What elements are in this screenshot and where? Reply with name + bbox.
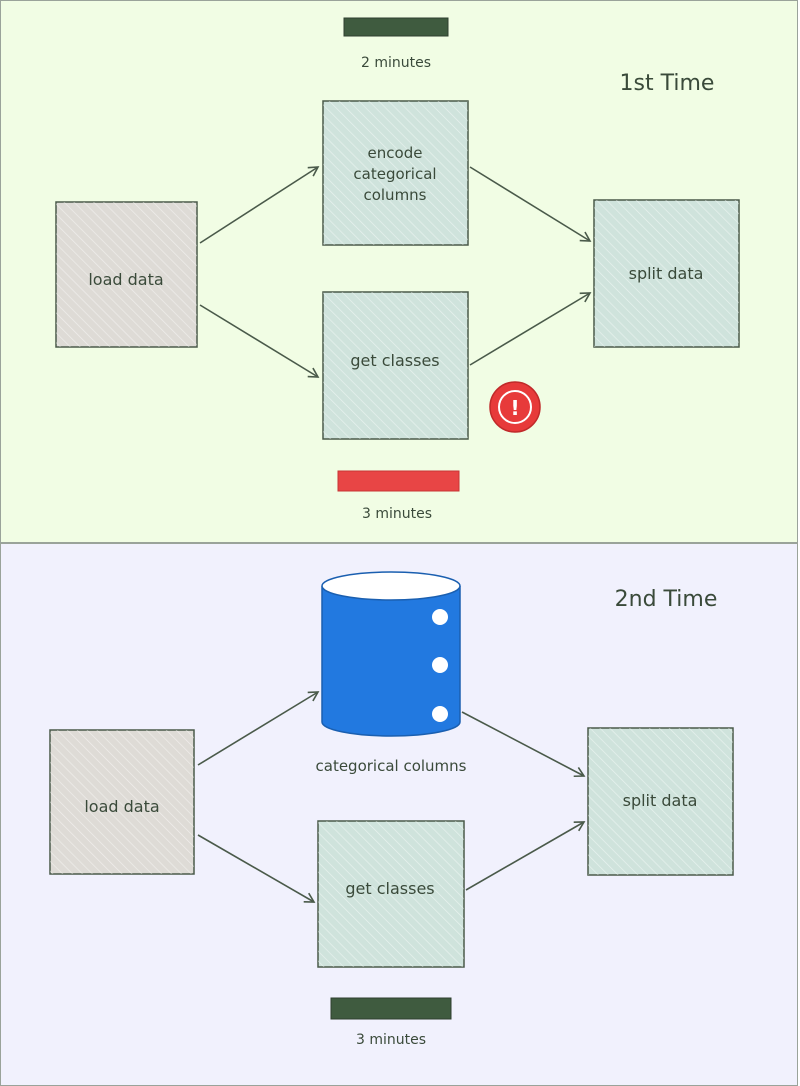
arrow-database-to-split bbox=[461, 711, 586, 778]
arrow-load-to-database bbox=[197, 691, 320, 766]
duration-bar-encode bbox=[343, 17, 449, 37]
duration-bar-classes-2 bbox=[330, 997, 452, 1020]
arrow-classes-to-split bbox=[469, 292, 592, 366]
arrow-classes-to-split-2 bbox=[465, 821, 586, 891]
node-get-classes-label: get classes bbox=[350, 351, 439, 370]
node-encode-label-line3: columns bbox=[363, 186, 426, 204]
arrow-load-to-classes-2 bbox=[197, 834, 316, 903]
node-get-classes-2 bbox=[317, 820, 465, 968]
node-load-data-label: load data bbox=[88, 270, 163, 289]
arrow-encode-to-split bbox=[469, 166, 592, 242]
node-get-classes-2-label: get classes bbox=[345, 879, 434, 898]
node-encode-label-line2: categorical bbox=[353, 165, 436, 183]
warning-icon bbox=[489, 381, 541, 433]
duration-label-classes-2: 3 minutes bbox=[356, 1032, 426, 1048]
database-label: categorical columns bbox=[316, 757, 467, 775]
warning-symbol: ! bbox=[510, 396, 519, 420]
database-icon bbox=[321, 571, 461, 737]
arrow-load-to-classes bbox=[199, 304, 320, 378]
arrow-load-to-encode bbox=[199, 166, 320, 244]
duration-label-encode: 2 minutes bbox=[361, 55, 431, 71]
panel-title-1st: 1st Time bbox=[620, 71, 715, 96]
node-split-data-2 bbox=[587, 727, 734, 876]
duration-bar-classes-slow bbox=[337, 470, 460, 492]
node-split-data-2-label: split data bbox=[623, 791, 698, 810]
node-encode-categorical-columns bbox=[322, 100, 469, 246]
node-split-data-label: split data bbox=[629, 264, 704, 283]
node-load-data-2-label: load data bbox=[84, 797, 159, 816]
node-split-data bbox=[593, 199, 740, 348]
node-load-data-2 bbox=[49, 729, 195, 875]
duration-label-classes: 3 minutes bbox=[362, 506, 432, 522]
node-encode-label-line1: encode bbox=[368, 144, 423, 162]
panel-title-2nd: 2nd Time bbox=[615, 587, 718, 612]
node-get-classes bbox=[322, 291, 469, 440]
node-load-data bbox=[55, 201, 198, 348]
